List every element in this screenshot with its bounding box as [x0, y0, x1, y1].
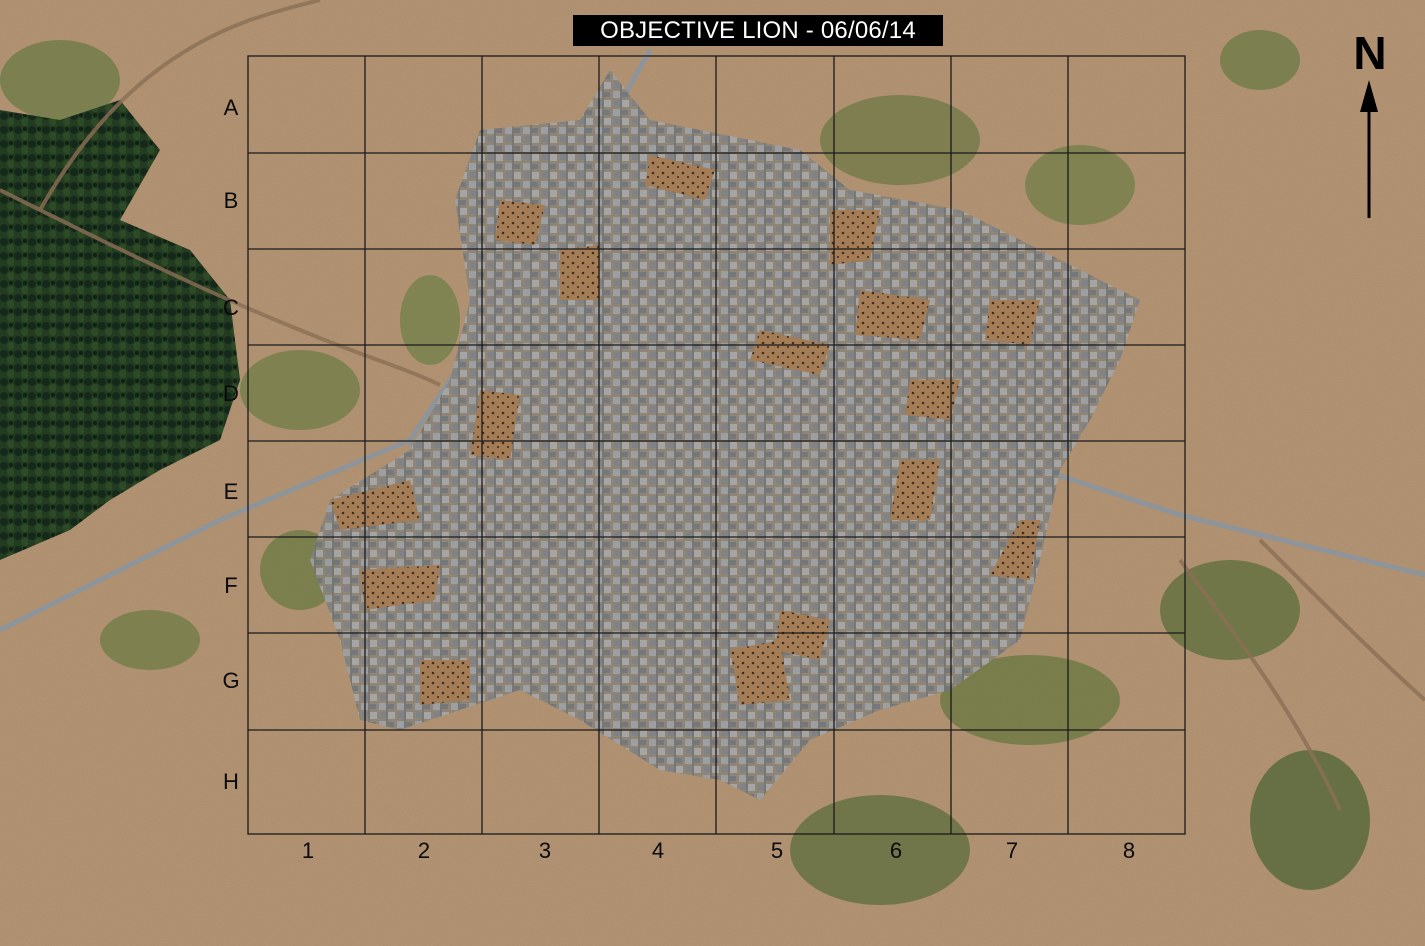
grid-row-label: F [224, 573, 238, 598]
grid-row-label: D [223, 381, 239, 406]
grid-column-label: 6 [889, 838, 903, 863]
vegetation-patches [0, 30, 1370, 905]
grid-column-label: 1 [301, 838, 315, 863]
map-title: OBJECTIVE LION - 06/06/14 [573, 15, 943, 46]
grid-column-label: 2 [417, 838, 431, 863]
grid-column-label: 8 [1122, 838, 1136, 863]
north-label: N [1353, 27, 1387, 79]
grid-row-label: G [222, 668, 240, 693]
grid-row-label: C [223, 295, 239, 320]
grid-row-label: A [223, 95, 239, 120]
grid-row-label: E [223, 479, 239, 504]
grid-column-label: 7 [1005, 838, 1019, 863]
dirt-tracks [0, 0, 1425, 811]
grid-column-label: 5 [770, 838, 784, 863]
grid-column-label: 3 [538, 838, 552, 863]
north-arrow-icon [1360, 80, 1378, 218]
grid [247, 55, 1186, 835]
grid-row-label: H [223, 769, 239, 794]
grid-column-label: 4 [651, 838, 665, 863]
north-indicator: N [1343, 30, 1397, 225]
town-area [310, 70, 1140, 800]
forest-area [0, 100, 240, 560]
grid-row-label: B [223, 188, 239, 213]
